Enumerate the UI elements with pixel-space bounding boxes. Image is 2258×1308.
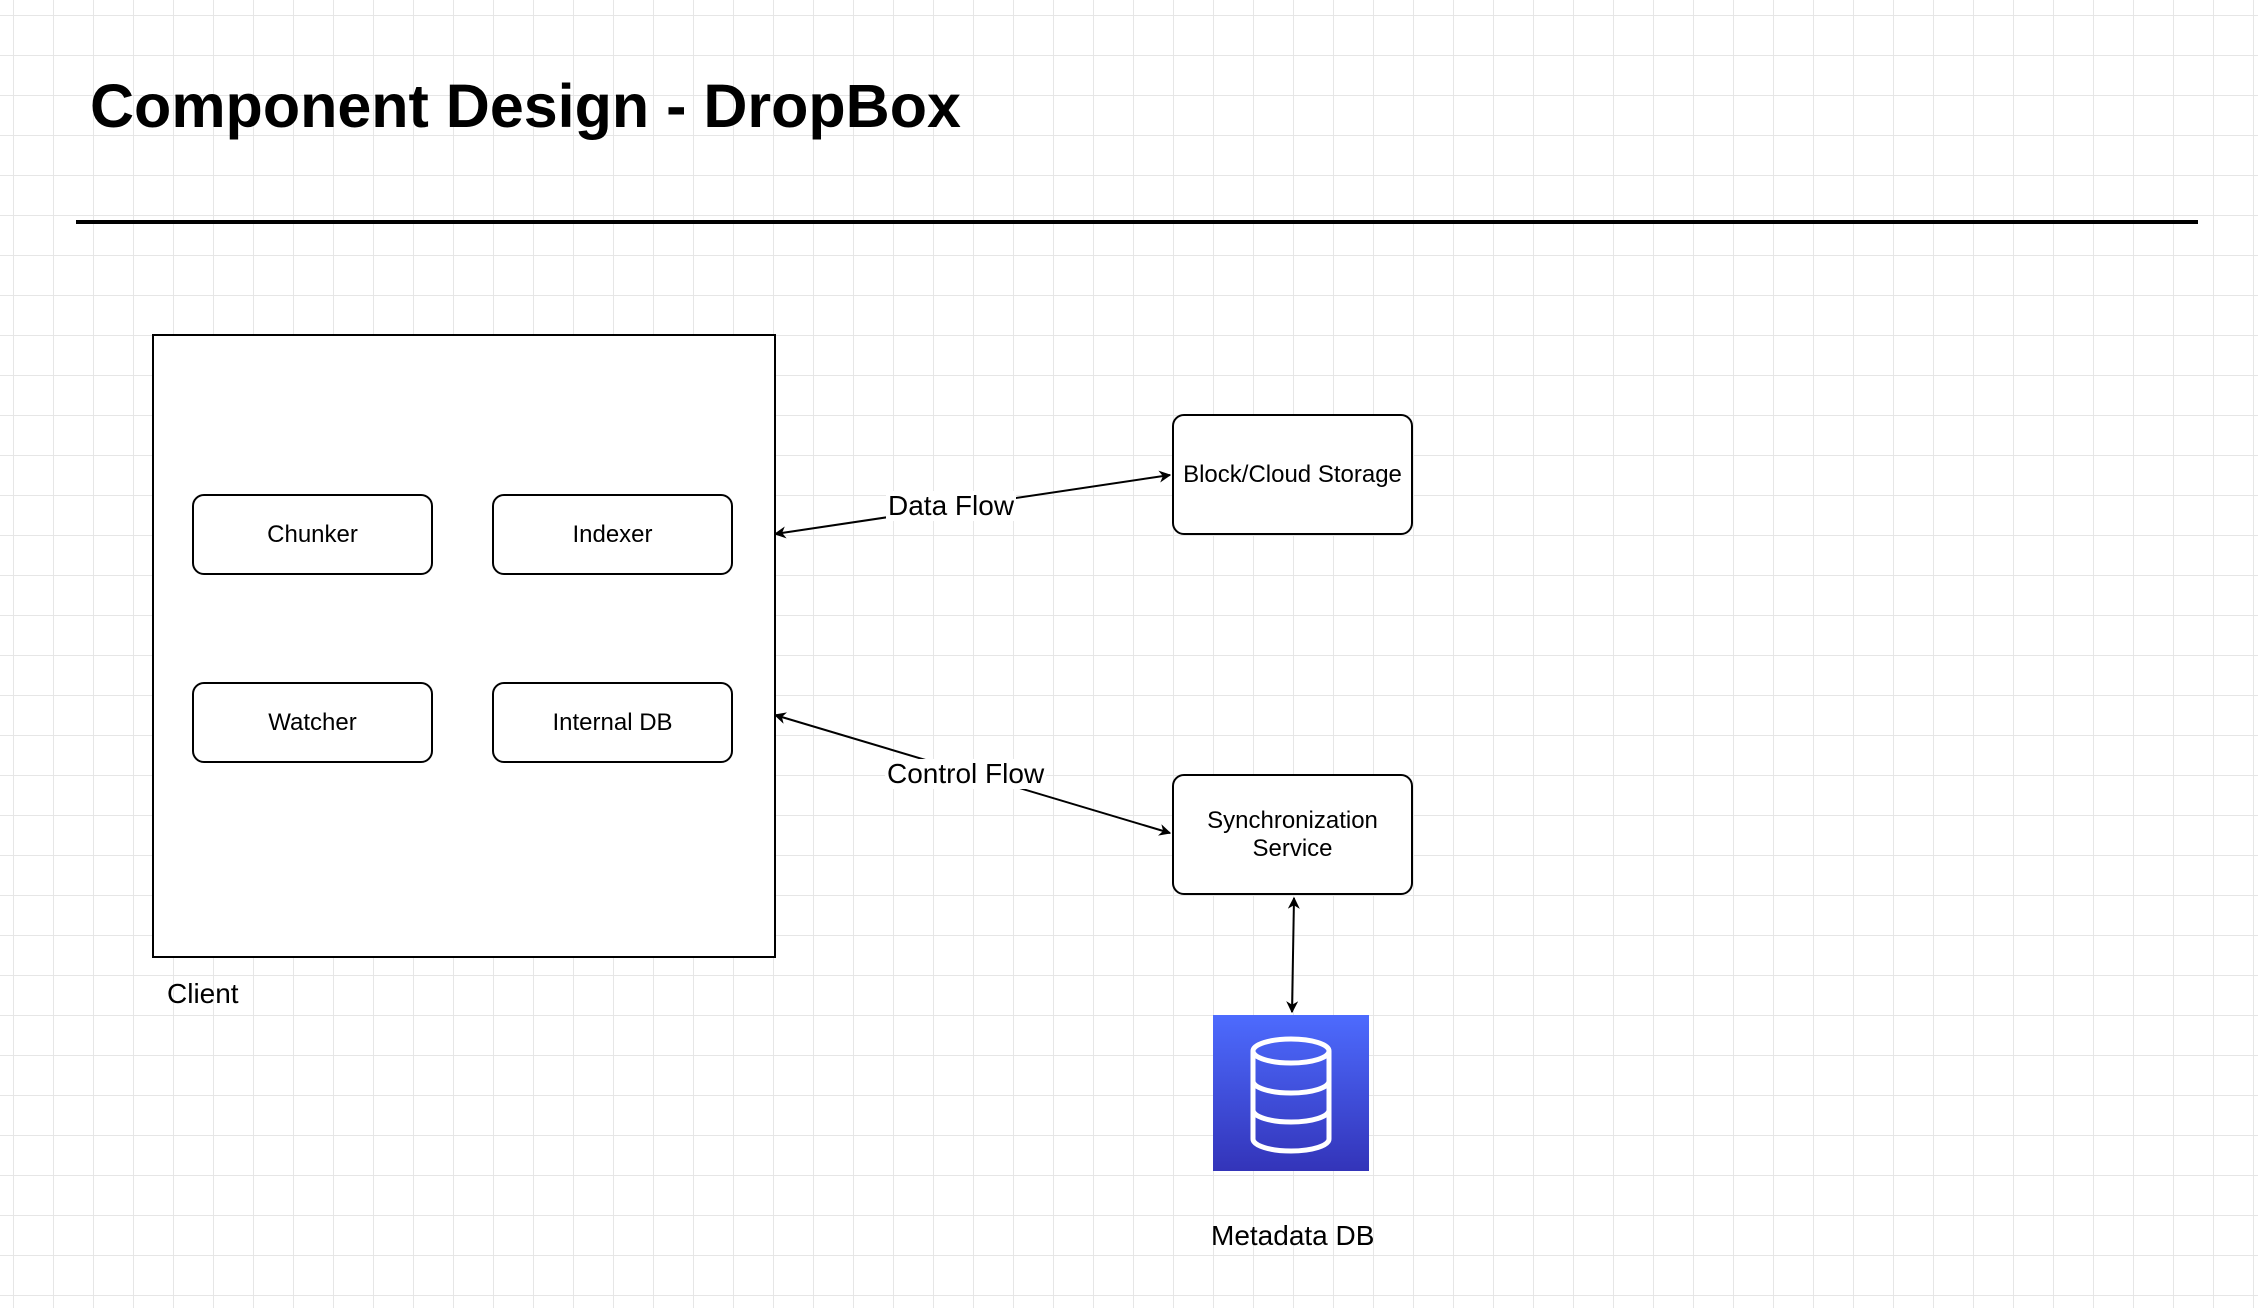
page-title: Component Design - DropBox bbox=[90, 72, 961, 140]
control-flow-label: Control Flow bbox=[885, 758, 1047, 789]
block-cloud-storage-label: Block/Cloud Storage bbox=[1183, 460, 1402, 488]
title-divider bbox=[76, 220, 2198, 224]
database-icon bbox=[1213, 1015, 1369, 1171]
client-container[interactable] bbox=[152, 334, 776, 958]
metadata-db-node[interactable] bbox=[1213, 1015, 1369, 1171]
internal-db-label: Internal DB bbox=[552, 708, 673, 736]
block-cloud-storage-node[interactable]: Block/Cloud Storage bbox=[1172, 414, 1413, 535]
metadata-db-label: Metadata DB bbox=[1211, 1220, 1375, 1251]
indexer-node[interactable]: Indexer bbox=[492, 494, 733, 575]
chunker-label: Chunker bbox=[267, 520, 358, 548]
synchronization-service-label: Synchronization Service bbox=[1207, 806, 1378, 862]
data-flow-label: Data Flow bbox=[886, 490, 1017, 521]
internal-db-node[interactable]: Internal DB bbox=[492, 682, 733, 763]
watcher-label: Watcher bbox=[268, 708, 357, 736]
client-label: Client bbox=[167, 978, 239, 1009]
sync-metadata-edge[interactable] bbox=[1286, 896, 1300, 1014]
synchronization-service-node[interactable]: Synchronization Service bbox=[1172, 774, 1413, 895]
indexer-label: Indexer bbox=[572, 520, 653, 548]
chunker-node[interactable]: Chunker bbox=[192, 494, 433, 575]
watcher-node[interactable]: Watcher bbox=[192, 682, 433, 763]
